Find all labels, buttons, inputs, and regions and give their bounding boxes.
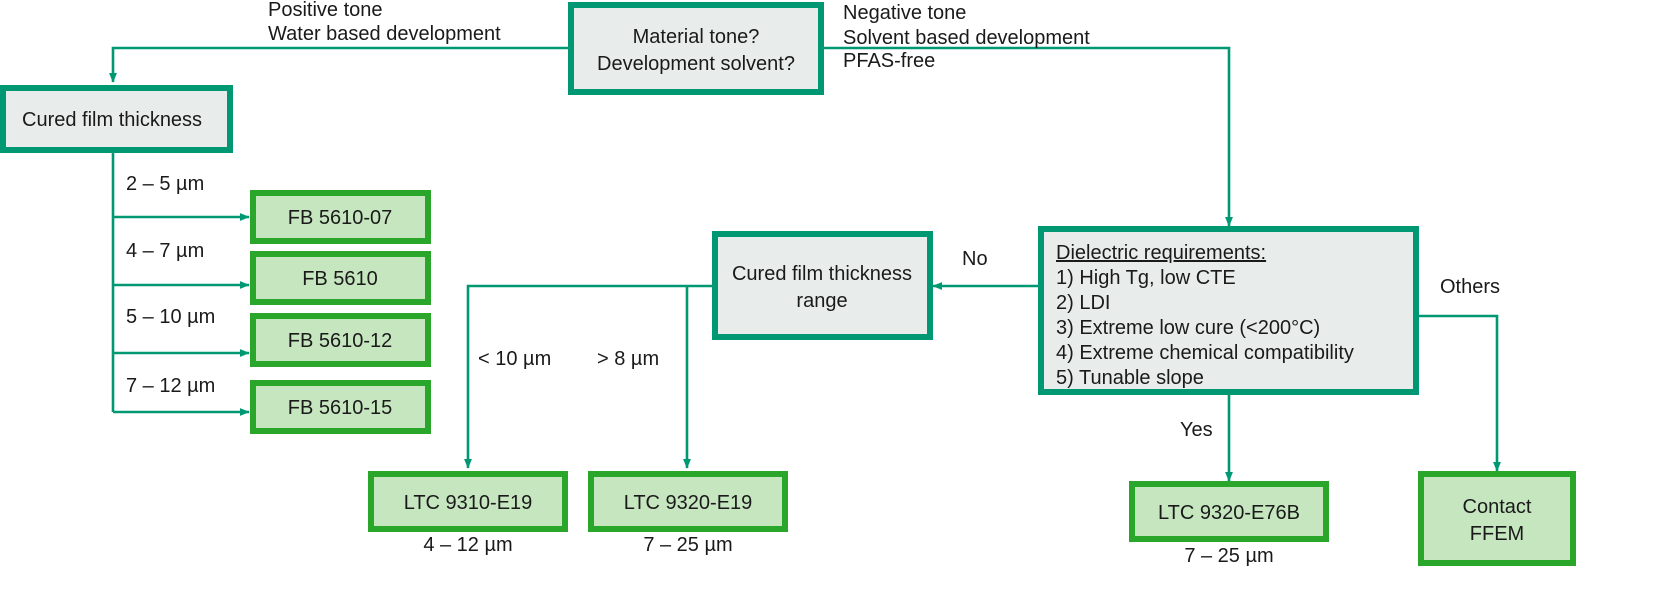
dielectric-requirement-4: 4) Extreme chemical compatibility <box>1056 342 1354 364</box>
node-fb-5610-12[interactable]: FB 5610-12 <box>250 313 431 367</box>
label-thickness-7-12: 7 – 12 µm <box>126 375 215 397</box>
node-dielectric-requirements[interactable]: Dielectric requirements: 1) High Tg, low… <box>1038 226 1419 395</box>
ltc-9320-e19-label: LTC 9320-E19 <box>624 492 753 514</box>
fb-5610-label: FB 5610 <box>302 268 378 290</box>
node-fb-5610[interactable]: FB 5610 <box>250 251 431 305</box>
label-negative-tone-line3: PFAS-free <box>843 50 935 72</box>
node-ltc-9320-e19[interactable]: LTC 9320-E19 7 – 25 µm <box>588 471 788 556</box>
label-others: Others <box>1440 276 1500 298</box>
dielectric-requirements-heading: Dielectric requirements: <box>1056 242 1266 264</box>
label-negative-tone-line1: Negative tone <box>843 2 966 24</box>
ltc-9320-e76b-caption: 7 – 25 µm <box>1184 545 1273 567</box>
node-contact-ffem[interactable]: Contact FFEM <box>1418 471 1576 566</box>
connector-layer <box>109 46 1501 482</box>
cured-film-thickness-range-line2: range <box>796 290 847 312</box>
node-ltc-9320-e76b[interactable]: LTC 9320-E76B 7 – 25 µm <box>1129 481 1329 567</box>
label-positive-tone-line2: Water based development <box>268 23 501 45</box>
label-yes: Yes <box>1180 419 1213 441</box>
label-thickness-4-7: 4 – 7 µm <box>126 240 204 262</box>
label-thickness-2-5: 2 – 5 µm <box>126 173 204 195</box>
contact-ffem-line2: FFEM <box>1470 523 1524 545</box>
ltc-9310-e19-label: LTC 9310-E19 <box>404 492 533 514</box>
label-negative-tone-line2: Solvent based development <box>843 27 1090 49</box>
node-cured-film-thickness-range[interactable]: Cured film thickness range <box>712 231 933 340</box>
edge-label-layer: Positive tone Water based development Ne… <box>126 0 1500 441</box>
ltc-9310-e19-caption: 4 – 12 µm <box>423 534 512 556</box>
ltc-9320-e19-caption: 7 – 25 µm <box>643 534 732 556</box>
node-material-tone[interactable]: Material tone? Development solvent? <box>568 2 824 95</box>
material-tone-line1: Material tone? <box>633 26 760 48</box>
contact-ffem-line1: Contact <box>1463 496 1532 518</box>
dielectric-requirement-5: 5) Tunable slope <box>1056 367 1204 389</box>
edge-negative-tone <box>824 46 1233 227</box>
node-cured-film-thickness[interactable]: Cured film thickness <box>0 85 233 153</box>
fb-5610-07-label: FB 5610-07 <box>288 207 393 229</box>
dielectric-requirement-3: 3) Extreme low cure (<200°C) <box>1056 317 1320 339</box>
fb-5610-15-label: FB 5610-15 <box>288 397 393 419</box>
label-thickness-5-10: 5 – 10 µm <box>126 306 215 328</box>
node-ltc-9310-e19[interactable]: LTC 9310-E19 4 – 12 µm <box>368 471 568 556</box>
dielectric-requirement-1: 1) High Tg, low CTE <box>1056 267 1236 289</box>
label-gt-8: > 8 µm <box>597 348 659 370</box>
cured-film-thickness-range-line1: Cured film thickness <box>732 263 912 285</box>
cured-film-thickness-label: Cured film thickness <box>22 109 202 131</box>
label-lt-10: < 10 µm <box>478 348 551 370</box>
dielectric-requirement-2: 2) LDI <box>1056 292 1110 314</box>
edge-range-split <box>464 284 712 469</box>
node-fb-5610-07[interactable]: FB 5610-07 <box>250 190 431 244</box>
label-positive-tone-line1: Positive tone <box>268 0 383 21</box>
node-fb-5610-15[interactable]: FB 5610-15 <box>250 380 431 434</box>
edge-others <box>1419 314 1501 472</box>
label-no: No <box>962 248 988 270</box>
ltc-9320-e76b-label: LTC 9320-E76B <box>1158 502 1300 524</box>
material-tone-line2: Development solvent? <box>597 53 795 75</box>
fb-5610-12-label: FB 5610-12 <box>288 330 393 352</box>
edge-positive-tone <box>109 46 568 83</box>
